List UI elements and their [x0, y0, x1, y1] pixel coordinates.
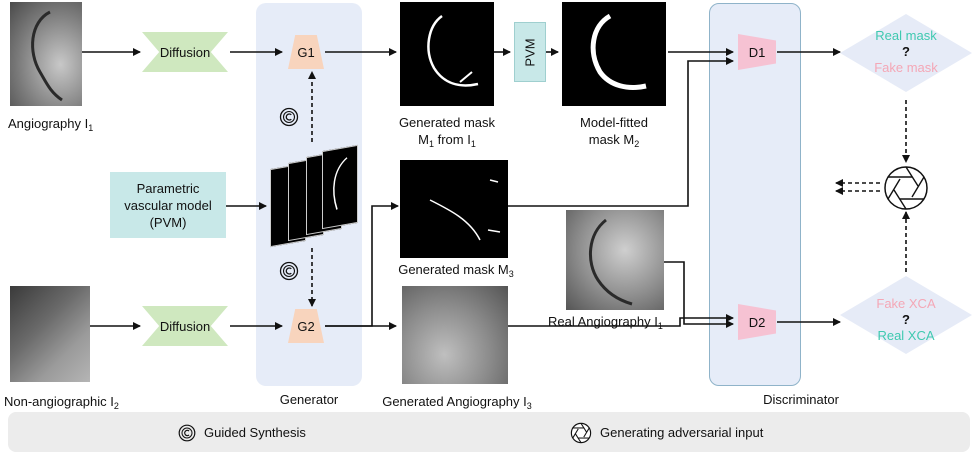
- legend-guided-label: Guided Synthesis: [204, 425, 306, 440]
- decision-bottom-fake: Fake XCA: [876, 296, 936, 311]
- copyright-icon-top: [279, 107, 299, 127]
- vessel-stack-4: [322, 144, 358, 230]
- arrow-real-to-d2: [664, 261, 734, 328]
- generated-angiography-i3-label: Generated Angiography I3: [382, 394, 532, 411]
- generated-mask-m3: [400, 160, 508, 258]
- angiography-image: [10, 2, 82, 106]
- non-angiographic-image: [10, 286, 90, 382]
- model-fitted-mask-m2: [562, 2, 666, 106]
- generator-section-label: Generator: [279, 392, 339, 407]
- generated-angiography-i3: [402, 286, 508, 384]
- pvm-small-block: PVM: [514, 22, 546, 82]
- decision-top-fake: Fake mask: [874, 60, 938, 75]
- generated-mask-m3-label: Generated mask M3: [398, 262, 514, 279]
- generated-mask-m1-label: Generated mask M1 from I1: [398, 115, 496, 149]
- legend-bar: [8, 412, 970, 452]
- arrow-i3-to-d2: [508, 314, 734, 327]
- aperture-icon: [884, 166, 928, 210]
- model-fitted-mask-m2-label: Model-fitted mask M2: [580, 115, 648, 149]
- angiography-label: Angiography I1: [8, 116, 94, 133]
- decision-bottom-question: ?: [902, 312, 910, 327]
- copyright-icon-bottom: [279, 261, 299, 281]
- real-angiography-image: [566, 210, 664, 310]
- discriminator-d2: D2: [738, 304, 776, 340]
- discriminator-section-label: Discriminator: [763, 392, 839, 407]
- discriminator-d1: D1: [738, 34, 776, 70]
- pvm-model-box: Parametric vascular model (PVM): [110, 172, 226, 238]
- aperture-icon-legend: [570, 422, 592, 444]
- decision-top-real: Real mask: [875, 28, 937, 43]
- arrow-m3-to-d1: [508, 57, 734, 207]
- generated-mask-m1: [400, 2, 494, 106]
- legend-adversarial-label: Generating adversarial input: [600, 425, 764, 440]
- decision-bottom-real: Real XCA: [877, 328, 935, 343]
- real-angiography-label: Real Angiography I1: [548, 314, 663, 331]
- decision-top-question: ?: [902, 44, 910, 59]
- copyright-icon: [178, 424, 196, 442]
- non-angiographic-label: Non-angiographic I2: [4, 394, 119, 411]
